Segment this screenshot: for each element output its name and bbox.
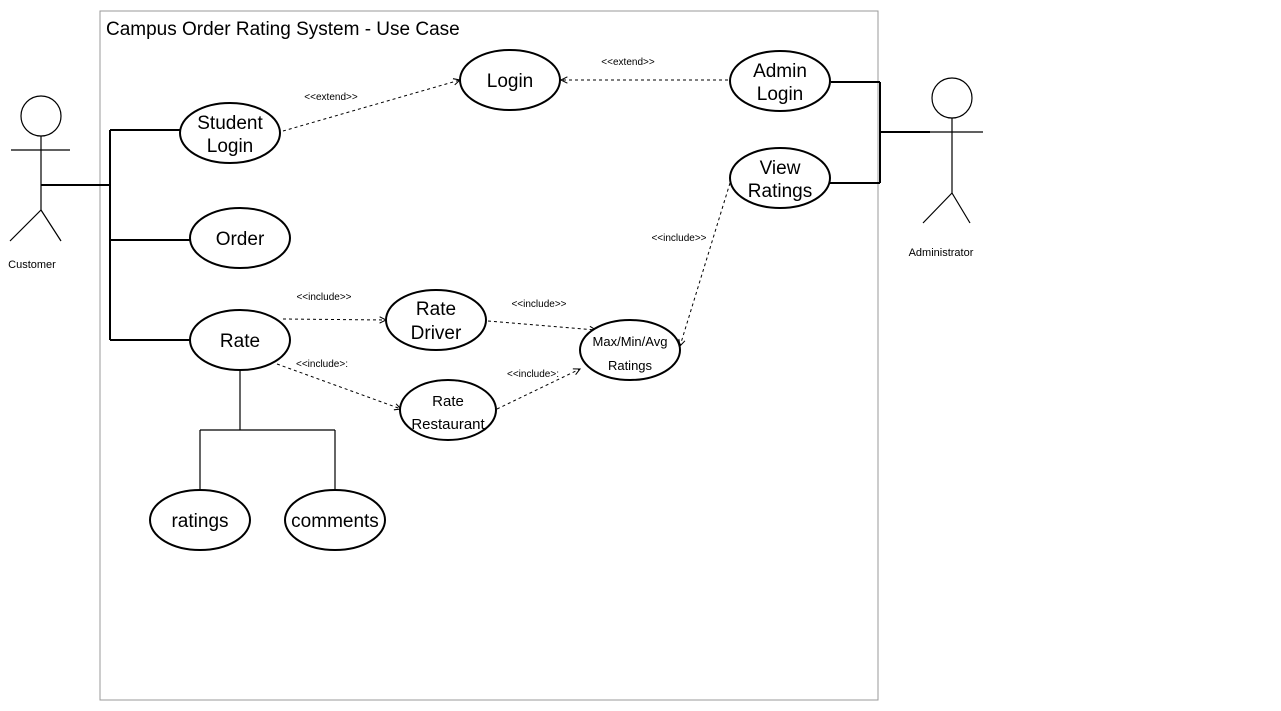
- diagram-title: Campus Order Rating System - Use Case: [106, 19, 460, 40]
- use-case-login[interactable]: Login: [459, 49, 561, 111]
- use-case-view-ratings[interactable]: View Ratings: [729, 147, 831, 209]
- administrator-head: [931, 77, 973, 119]
- admin-extend-label: <<extend>>: [601, 57, 655, 68]
- administrator-actor[interactable]: [922, 77, 983, 224]
- max-min-avg-line1: Max/Min/Avg: [593, 334, 668, 349]
- rate-restaurant-line2: Restaurant: [411, 416, 485, 433]
- admin-login-line2: Login: [757, 84, 804, 105]
- view-ratings-include-edge: [680, 182, 731, 346]
- use-case-rate-driver[interactable]: Rate Driver: [385, 289, 487, 351]
- relationship-edges: [276, 80, 731, 409]
- use-case-order[interactable]: Order: [189, 207, 291, 269]
- administrator-label: Administrator: [909, 247, 974, 259]
- view-include-label: <<include>>: [651, 233, 706, 244]
- use-case-rate[interactable]: Rate: [189, 309, 291, 371]
- rate-restaurant-include-label: <<include>:: [296, 359, 348, 370]
- driver-maxmin-include-label: <<include>>: [511, 299, 566, 310]
- rate-driver-line1: Rate: [416, 299, 456, 320]
- restaurant-maxmin-include-label: <<include>:: [507, 369, 559, 380]
- use-case-ratings[interactable]: ratings: [149, 489, 251, 551]
- use-case-admin-login[interactable]: Admin Login: [729, 50, 831, 112]
- rate-driver-include-label: <<include>>: [296, 292, 351, 303]
- rate-attributes-tree: [199, 370, 336, 491]
- order-label: Order: [216, 229, 265, 250]
- use-case-rate-restaurant[interactable]: Rate Restaurant: [399, 379, 497, 441]
- student-extend-label: <<extend>>: [304, 92, 358, 103]
- customer-actor[interactable]: [9, 95, 70, 242]
- driver-maxmin-include-edge: [487, 320, 596, 330]
- ratings-label: ratings: [171, 511, 228, 532]
- student-login-extend-edge: [282, 80, 460, 132]
- login-label: Login: [487, 71, 534, 92]
- admin-login-line1: Admin: [753, 61, 807, 82]
- student-login-line1: Student: [197, 113, 263, 134]
- customer-head: [20, 95, 62, 137]
- max-min-avg-line2: Ratings: [608, 358, 653, 373]
- rate-driver-include-edge: [282, 319, 386, 320]
- rate-label: Rate: [220, 331, 260, 352]
- customer-label: Customer: [8, 259, 56, 271]
- use-case-student-login[interactable]: Student Login: [179, 102, 281, 164]
- comments-label: comments: [291, 511, 379, 532]
- rate-driver-line2: Driver: [411, 323, 462, 344]
- student-login-line2: Login: [207, 136, 254, 157]
- rate-restaurant-line1: Rate: [432, 393, 464, 410]
- use-case-max-min-avg-ratings[interactable]: Max/Min/Avg Ratings: [579, 319, 681, 381]
- use-case-comments[interactable]: comments: [284, 489, 386, 551]
- view-ratings-line2: Ratings: [748, 181, 812, 202]
- rate-restaurant-include-edge: [276, 363, 401, 409]
- customer-associations: [41, 129, 191, 341]
- view-ratings-line1: View: [760, 158, 801, 179]
- administrator-associations: [829, 81, 930, 184]
